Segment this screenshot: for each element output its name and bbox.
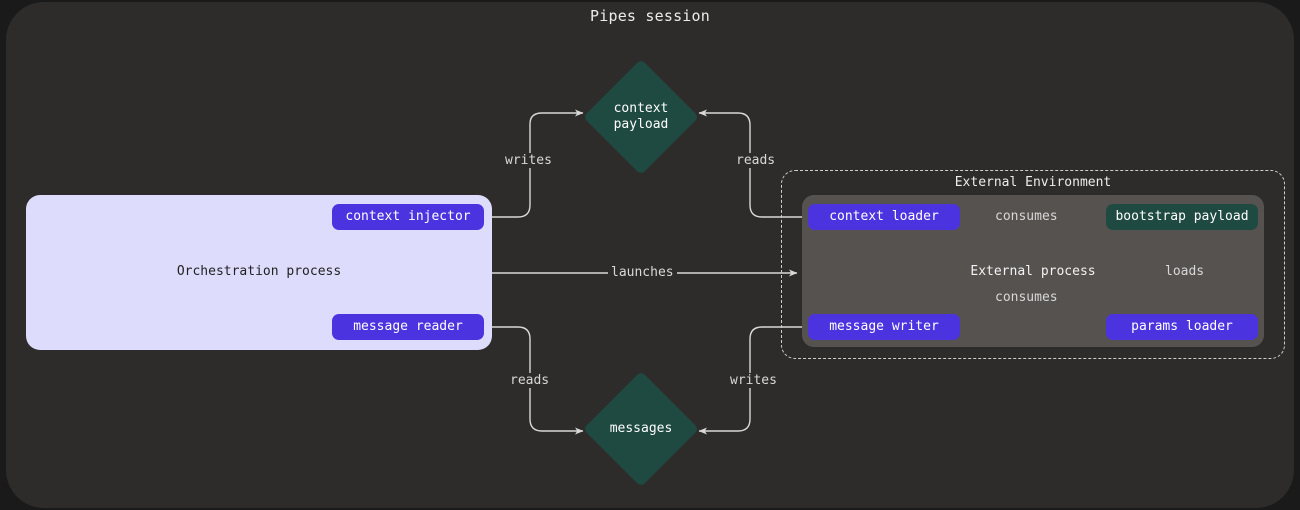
edge-label-context-loader-consumes-bootstrap: consumes (992, 209, 1061, 224)
edge-label-orchestration-launches-external: launches (608, 265, 677, 280)
node-context-injector[interactable]: context injector (332, 204, 484, 230)
node-message-reader[interactable]: message reader (332, 314, 484, 340)
node-bootstrap-payload[interactable]: bootstrap payload (1106, 204, 1258, 230)
diamond-shape-icon (583, 371, 699, 487)
store-context-payload[interactable]: context payload (583, 59, 699, 175)
node-message-writer[interactable]: message writer (808, 314, 960, 340)
edge-label-injector-writes-context: writes (502, 153, 555, 168)
edge-label-writer-writes-messages: writes (727, 373, 780, 388)
external-environment-boundary (781, 170, 1285, 359)
node-context-loader[interactable]: context loader (808, 204, 960, 230)
external-environment-label: External Environment (954, 175, 1112, 190)
orchestration-process-label: Orchestration process (176, 264, 342, 279)
store-messages[interactable]: messages (583, 371, 699, 487)
edge-label-loader-reads-context: reads (733, 153, 779, 168)
edge-label-message-writer-consumes-bootstrap: consumes (992, 290, 1061, 305)
external-process-label: External process (970, 264, 1096, 279)
edge-label-params-loader-loads-bootstrap: loads (1162, 264, 1208, 279)
edge-label-reader-reads-messages: reads (507, 373, 553, 388)
node-params-loader[interactable]: params loader (1106, 314, 1258, 340)
diamond-shape-icon (583, 59, 699, 175)
page-title: Pipes session (590, 7, 710, 25)
